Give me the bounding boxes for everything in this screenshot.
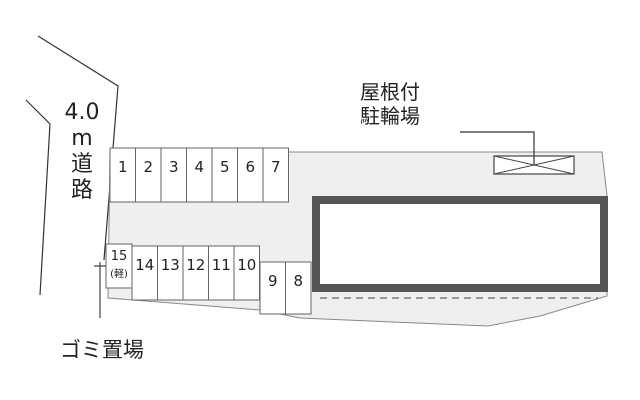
- parking-space-6: 6: [237, 147, 264, 203]
- road-label: 4.0 m 道 路: [62, 100, 102, 204]
- parking-space-number: 15: [111, 249, 128, 264]
- parking-space-number: 12: [186, 256, 205, 274]
- bike-shelter-pointer: [460, 131, 535, 165]
- road-name-char-2: 路: [70, 178, 93, 203]
- parking-space-10: 10: [233, 245, 260, 301]
- parking-space-number: 11: [212, 256, 231, 274]
- road-edge-outer: [37, 35, 119, 261]
- parking-space-1: 1: [109, 147, 136, 203]
- parking-space-number: 5: [220, 158, 230, 176]
- parking-space-5: 5: [211, 147, 238, 203]
- parking-space-15: 15 (軽): [105, 243, 133, 289]
- parking-space-7: 7: [262, 147, 289, 203]
- parking-space-9: 9: [259, 261, 286, 315]
- road-edge-inner: [25, 99, 51, 296]
- parking-space-8: 8: [285, 261, 312, 315]
- parking-space-number: 8: [293, 272, 303, 290]
- parking-space-number: 4: [194, 158, 204, 176]
- parking-space-14: 14: [131, 245, 158, 301]
- garbage-area-label: ゴミ置場: [60, 338, 144, 362]
- building: [312, 196, 608, 292]
- parking-space-number: 1: [118, 158, 128, 176]
- parking-space-11: 11: [208, 245, 235, 301]
- road-name-char-1: 道: [70, 152, 93, 177]
- bike-shelter-label: 屋根付 駐輪場: [360, 80, 420, 128]
- bike-shelter-line2: 駐輪場: [360, 104, 420, 128]
- parking-space-number: 14: [135, 256, 154, 274]
- parking-space-number: 2: [143, 158, 153, 176]
- parking-space-2: 2: [135, 147, 162, 203]
- parking-space-number: 3: [169, 158, 179, 176]
- parking-space-4: 4: [186, 147, 213, 203]
- road-width-unit: m: [71, 126, 93, 151]
- parking-space-number: 10: [237, 256, 256, 274]
- parking-space-number: 7: [271, 158, 281, 176]
- parking-space-number: 6: [245, 158, 255, 176]
- parking-space-13: 13: [157, 245, 184, 301]
- bike-shelter-line1: 屋根付: [360, 80, 420, 104]
- parking-space-12: 12: [182, 245, 209, 301]
- parking-space-3: 3: [160, 147, 187, 203]
- parking-space-number: 13: [161, 256, 180, 274]
- road-width: 4.0: [64, 100, 100, 125]
- parking-space-number: 9: [268, 272, 278, 290]
- light-vehicle-note: (軽): [110, 268, 128, 280]
